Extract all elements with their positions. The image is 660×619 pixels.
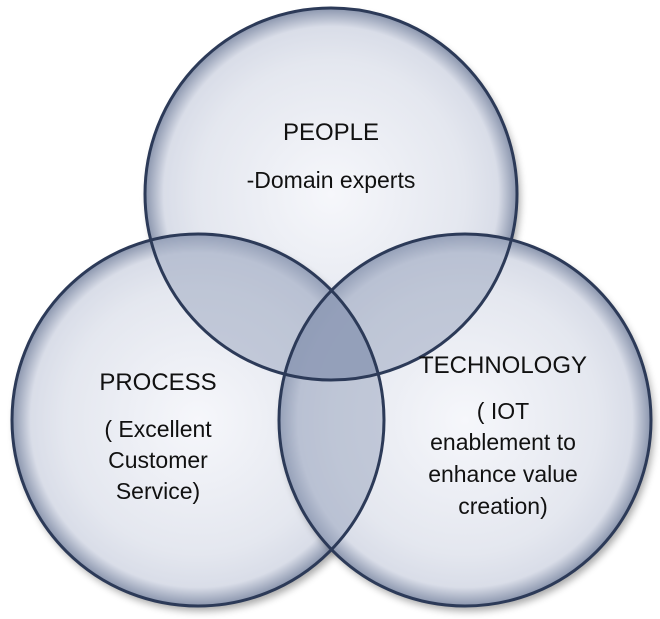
process-line-2: Customer xyxy=(108,447,208,473)
technology-line-3: enhance value xyxy=(428,461,578,487)
technology-title: TECHNOLOGY xyxy=(419,352,587,379)
people-title: PEOPLE xyxy=(283,119,379,146)
technology-line-4: creation) xyxy=(458,493,547,519)
technology-line-1: ( IOT xyxy=(477,398,529,424)
process-line-1: ( Excellent xyxy=(104,416,212,442)
process-line-3: Service) xyxy=(116,478,200,504)
overlap-people-technology xyxy=(279,234,517,380)
technology-line-2: enablement to xyxy=(430,429,576,455)
process-circle-outline xyxy=(10,232,386,608)
people-description: -Domain experts xyxy=(247,167,416,193)
process-title: PROCESS xyxy=(99,369,216,396)
technology-circle-outline xyxy=(277,232,653,608)
overlap-people-process xyxy=(145,234,384,380)
people-circle-outline xyxy=(143,6,519,382)
